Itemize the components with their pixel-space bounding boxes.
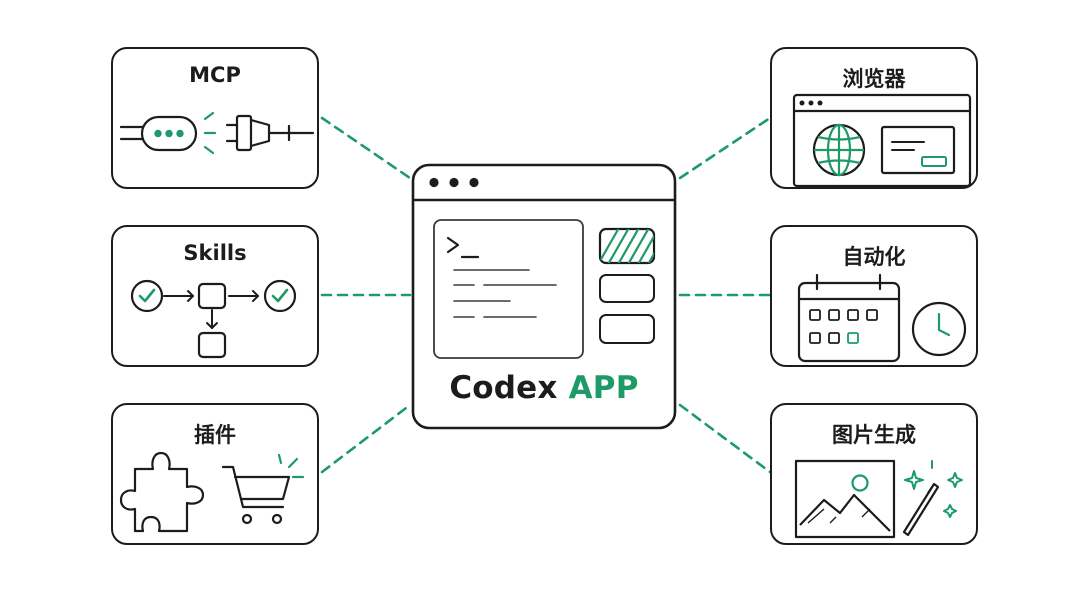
sparkle-icon	[904, 460, 963, 518]
check-circle-icon	[263, 279, 297, 313]
plug-icon	[225, 114, 315, 152]
card-title-automation: 自动化	[842, 245, 906, 269]
card-automation: 自动化	[770, 225, 978, 367]
automation-illustration	[797, 273, 967, 363]
sparkle-marks	[277, 453, 305, 479]
center-title-accent: APP	[568, 370, 639, 406]
card-skills: Skills	[111, 225, 319, 367]
plugins-illustration	[119, 451, 305, 533]
window-dot-2	[449, 177, 459, 188]
flow-box-icon	[197, 282, 227, 310]
flow-box-icon	[197, 331, 227, 359]
card-title-browser: 浏览器	[842, 67, 906, 91]
arrow-icon	[206, 309, 218, 329]
card-title-plugins: 插件	[194, 423, 236, 447]
center-title: Codex APP	[413, 370, 675, 406]
browser-window-icon	[792, 93, 972, 188]
connector-browser	[678, 116, 772, 180]
card-mcp: MCP	[111, 47, 319, 189]
globe-icon	[812, 123, 866, 177]
window-dot-3	[469, 177, 479, 188]
connector-mcp	[320, 116, 412, 180]
panel-active-hatched	[598, 227, 656, 265]
connector-plugins	[320, 403, 412, 474]
panel-empty-2	[599, 314, 655, 344]
arrow-icon	[228, 290, 259, 302]
signal-marks	[203, 111, 217, 155]
mcp-illustration	[119, 111, 315, 155]
calendar-icon	[797, 273, 901, 363]
image-gen-illustration	[794, 459, 963, 539]
card-image-gen: 图片生成	[770, 403, 978, 545]
magic-wand-icon	[902, 482, 940, 537]
panel-empty-1	[599, 274, 655, 303]
card-plugins: 插件	[111, 403, 319, 545]
card-title-image-gen: 图片生成	[832, 423, 916, 447]
terminal-icon	[433, 219, 584, 359]
web-panel-icon	[880, 125, 956, 175]
window-dot-1	[429, 177, 439, 188]
connector-image-gen	[678, 403, 772, 474]
card-title-mcp: MCP	[189, 63, 241, 87]
puzzle-icon	[119, 451, 205, 533]
card-browser: 浏览器	[770, 47, 978, 189]
connector-node-icon	[119, 115, 198, 152]
skills-illustration	[130, 279, 297, 359]
check-circle-icon	[130, 279, 164, 313]
card-title-skills: Skills	[183, 241, 247, 265]
browser-illustration	[792, 93, 972, 188]
arrow-icon	[163, 290, 194, 302]
center-title-main: Codex	[449, 370, 558, 406]
shopping-cart-icon	[221, 465, 291, 525]
image-landscape-icon	[794, 459, 896, 539]
clock-icon	[911, 301, 967, 357]
